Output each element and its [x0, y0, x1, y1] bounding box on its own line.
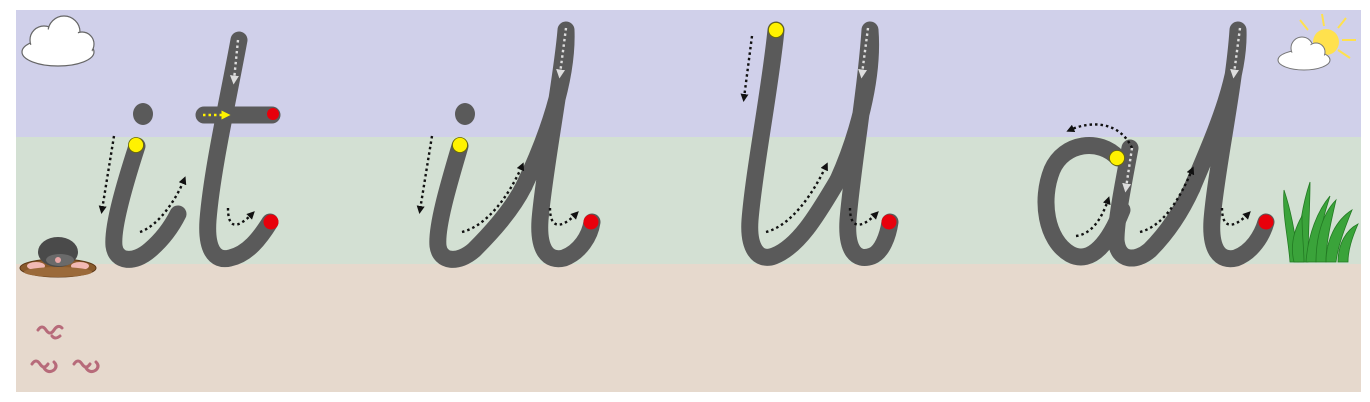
start-dots: [128, 22, 1125, 166]
ground-band: [16, 264, 1361, 392]
arrow-up-curve: [461, 162, 525, 234]
arrow-down: [1230, 27, 1242, 79]
letter-strokes: [105, 21, 1275, 268]
arrow-up-curve: [1075, 196, 1111, 238]
start-dot: [452, 137, 468, 153]
arrow-down: [1122, 147, 1134, 193]
grass-icon: [1283, 181, 1359, 263]
end-dots: [263, 108, 1274, 230]
sun-cloud-icon: [1277, 13, 1356, 71]
worm-icon: [36, 324, 64, 340]
stroke-direction-arrows: [98, 27, 1251, 238]
letter-i-stroke: [429, 137, 533, 268]
letter-l-stroke: [1183, 21, 1275, 268]
i-dot: [455, 103, 475, 125]
worm-icon: [30, 359, 58, 374]
end-dot: [267, 108, 279, 120]
start-dot: [1109, 150, 1125, 166]
arrow-down: [98, 135, 116, 214]
arrow-up-curve: [765, 162, 828, 234]
arrow-up-curve: [226, 207, 255, 226]
letter-a-stem: [1107, 139, 1201, 267]
letter-a-stroke: [1037, 137, 1131, 266]
i-dot: [133, 103, 153, 125]
mole-icon: [19, 237, 97, 278]
arrow-up-curve: [139, 176, 187, 234]
letter-i-stroke: [105, 137, 187, 268]
grass-band: [16, 137, 1361, 264]
arrow-down: [229, 39, 240, 85]
letter-l-stroke: [829, 21, 899, 266]
arrow-down: [556, 27, 568, 79]
end-dot: [881, 214, 897, 230]
start-dot: [128, 137, 144, 153]
arrow-left-curve: [1066, 123, 1134, 149]
end-dot: [1258, 214, 1274, 230]
cloud-icon: [21, 15, 95, 67]
start-dot: [768, 22, 784, 38]
worm-icon: [72, 359, 100, 374]
arrow-down: [858, 27, 870, 79]
end-dot: [583, 214, 599, 230]
letter-l-stroke: [741, 21, 847, 266]
arrow-down: [416, 135, 434, 214]
arrow-up-curve: [1139, 166, 1195, 234]
letter-l-stroke: [515, 21, 601, 268]
end-dot: [263, 214, 279, 230]
